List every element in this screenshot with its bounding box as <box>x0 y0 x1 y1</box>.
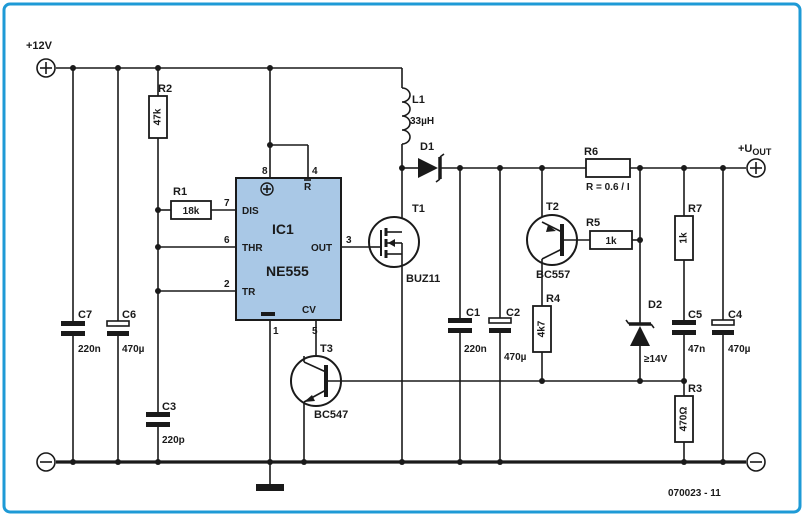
r5-resistor: 1k R5 <box>586 217 640 250</box>
svg-text:220n: 220n <box>464 344 487 355</box>
svg-text:THR: THR <box>242 243 263 254</box>
svg-text:18k: 18k <box>183 206 200 217</box>
t3-bc547: T3 BC547 <box>290 320 640 462</box>
svg-text:R1: R1 <box>173 186 187 198</box>
svg-text:33µH: 33µH <box>410 116 434 127</box>
svg-text:CV: CV <box>302 305 316 316</box>
svg-text:C3: C3 <box>162 401 176 413</box>
c5-capacitor: C5 47n <box>672 309 705 396</box>
svg-text:R = 0.6 / I: R = 0.6 / I <box>586 182 630 193</box>
svg-text:4k7: 4k7 <box>537 320 548 337</box>
svg-text:L1: L1 <box>412 94 425 106</box>
figure-code: 070023 - 11 <box>668 488 721 499</box>
vin-label: +12V <box>26 40 53 52</box>
r7-resistor: 1k R7 <box>674 168 702 320</box>
svg-text:IC1: IC1 <box>272 221 294 237</box>
r2-resistor: 47k R2 <box>148 68 172 412</box>
svg-text:C1: C1 <box>466 307 480 319</box>
svg-text:C7: C7 <box>78 309 92 321</box>
svg-text:C2: C2 <box>506 307 520 319</box>
svg-text:3: 3 <box>346 235 352 246</box>
svg-text:8: 8 <box>262 166 268 177</box>
ic1-ne555: IC1 NE555 R DIS THR TR OUT CV 8 4 7 6 2 … <box>224 68 352 491</box>
svg-text:BUZ11: BUZ11 <box>406 273 440 285</box>
r4-resistor: 4k7 R4 <box>532 293 561 381</box>
svg-text:4: 4 <box>312 166 318 177</box>
svg-text:T1: T1 <box>412 203 425 215</box>
c7-capacitor: C7 220n <box>61 68 101 462</box>
svg-text:≥14V: ≥14V <box>644 354 668 365</box>
l1-inductor: L1 33µH <box>401 68 434 168</box>
r1-resistor: 18k R1 <box>158 186 236 220</box>
vout-terminal: +UOUT <box>738 143 772 178</box>
svg-text:TR: TR <box>242 287 256 298</box>
svg-text:BC547: BC547 <box>314 409 348 421</box>
svg-text:2: 2 <box>224 279 230 290</box>
svg-text:470µ: 470µ <box>504 352 527 363</box>
t1-buz11: T1 BUZ11 <box>368 168 440 462</box>
svg-text:470µ: 470µ <box>728 344 751 355</box>
svg-text:1k: 1k <box>605 236 617 247</box>
svg-text:T3: T3 <box>320 343 333 355</box>
svg-text:47k: 47k <box>153 108 164 125</box>
c2-capacitor: C2 470µ <box>488 168 527 462</box>
d1-diode: D1 <box>402 141 586 183</box>
vout-label: +UOUT <box>738 143 772 157</box>
svg-text:1: 1 <box>273 326 279 337</box>
svg-text:DIS: DIS <box>242 206 259 217</box>
svg-text:R5: R5 <box>586 217 600 229</box>
r3-resistor: 470Ω R3 <box>674 383 702 462</box>
c1-capacitor: C1 220n <box>448 168 487 462</box>
svg-text:R4: R4 <box>546 293 561 305</box>
svg-text:5: 5 <box>312 326 318 337</box>
vin-terminal: +12V <box>26 40 56 78</box>
svg-text:D1: D1 <box>420 141 434 153</box>
svg-text:220p: 220p <box>162 435 185 446</box>
svg-text:C5: C5 <box>688 309 702 321</box>
svg-text:NE555: NE555 <box>266 263 309 279</box>
svg-text:7: 7 <box>224 198 230 209</box>
svg-text:C6: C6 <box>122 309 136 321</box>
svg-text:1k: 1k <box>679 232 690 244</box>
svg-text:470Ω: 470Ω <box>679 407 690 432</box>
svg-text:D2: D2 <box>648 299 662 311</box>
c6-capacitor: C6 470µ <box>106 68 145 462</box>
r6-resistor: R6 R = 0.6 / I <box>584 146 746 193</box>
svg-text:R2: R2 <box>158 83 172 95</box>
svg-text:R3: R3 <box>688 383 702 395</box>
junction-dots <box>70 65 726 465</box>
svg-text:R: R <box>304 182 312 193</box>
gnd-terminal-right <box>746 452 766 472</box>
svg-text:220n: 220n <box>78 344 101 355</box>
svg-text:BC557: BC557 <box>536 269 570 281</box>
svg-text:470µ: 470µ <box>122 344 145 355</box>
t2-bc557: T2 BC557 <box>526 168 590 306</box>
svg-text:47n: 47n <box>688 344 705 355</box>
svg-text:C4: C4 <box>728 309 743 321</box>
c3-capacitor: C3 220p <box>146 401 185 462</box>
c4-capacitor: C4 470µ <box>711 168 751 462</box>
svg-text:R7: R7 <box>688 203 702 215</box>
svg-text:OUT: OUT <box>311 243 332 254</box>
svg-text:T2: T2 <box>546 201 559 213</box>
svg-text:R6: R6 <box>584 146 598 158</box>
svg-text:6: 6 <box>224 235 230 246</box>
gnd-terminal-left <box>36 452 56 472</box>
